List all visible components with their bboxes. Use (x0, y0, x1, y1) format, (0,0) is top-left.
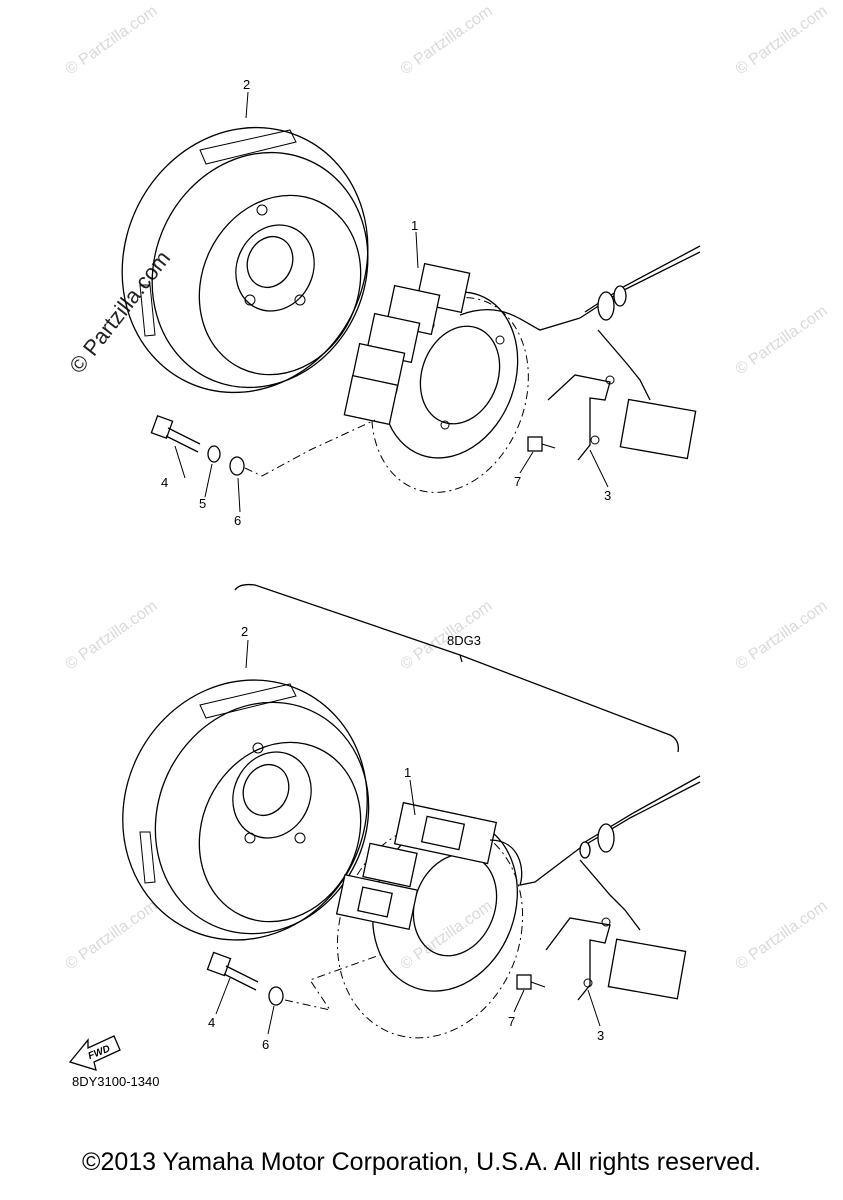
callout-bolt: 4 (208, 1015, 215, 1030)
bracket-bottom (545, 917, 611, 1001)
callout-screw: 7 (508, 1014, 515, 1029)
bottom-assembly: 2 1 4 6 7 3 (122, 624, 701, 1052)
callout-rotor: 2 (243, 77, 250, 92)
fwd-arrow-icon: FWD (68, 1035, 121, 1071)
watermark: © Partzilla.com (733, 898, 831, 974)
screw-top (527, 436, 556, 452)
rotor-top (121, 126, 369, 394)
rotor-bottom (122, 679, 370, 941)
bolt-bottom (206, 951, 381, 1011)
watermark: © Partzilla.com (733, 598, 831, 674)
callout-bolt: 4 (161, 475, 168, 490)
callout-bracket: 3 (597, 1028, 604, 1043)
watermark: © Partzilla.com (63, 598, 161, 674)
watermark: © Partzilla.com (733, 303, 831, 379)
watermark: © Partzilla.com (733, 3, 831, 79)
group-bracket: 8DG3 (234, 583, 679, 753)
bracket-top (547, 374, 615, 461)
stator-top (343, 262, 581, 493)
watermark: © Partzilla.com (63, 898, 161, 974)
callout-washer-6: 6 (234, 513, 241, 528)
stator-bottom (335, 801, 581, 1039)
callout-bracket: 3 (604, 488, 611, 503)
callout-stator: 1 (411, 218, 418, 233)
diagram-code: 8DY3100-1340 (72, 1074, 159, 1089)
harness-top (579, 245, 701, 460)
copyright-footer: ©2013 Yamaha Motor Corporation, U.S.A. A… (82, 1148, 761, 1176)
screw-bottom (516, 974, 546, 990)
callout-stator: 1 (404, 765, 411, 780)
group-label: 8DG3 (447, 633, 481, 648)
harness-bottom (579, 775, 701, 1000)
callout-washer-6: 6 (262, 1037, 269, 1052)
watermark: © Partzilla.com (63, 3, 161, 79)
callout-screw: 7 (514, 474, 521, 489)
watermark: © Partzilla.com (398, 3, 496, 79)
watermark-prominent: © Partzilla.com (64, 246, 175, 378)
callout-washer-5: 5 (199, 496, 206, 511)
callout-rotor: 2 (241, 624, 248, 639)
bolt-top (150, 414, 376, 477)
top-assembly: 2 1 4 5 6 7 3 (121, 77, 701, 528)
